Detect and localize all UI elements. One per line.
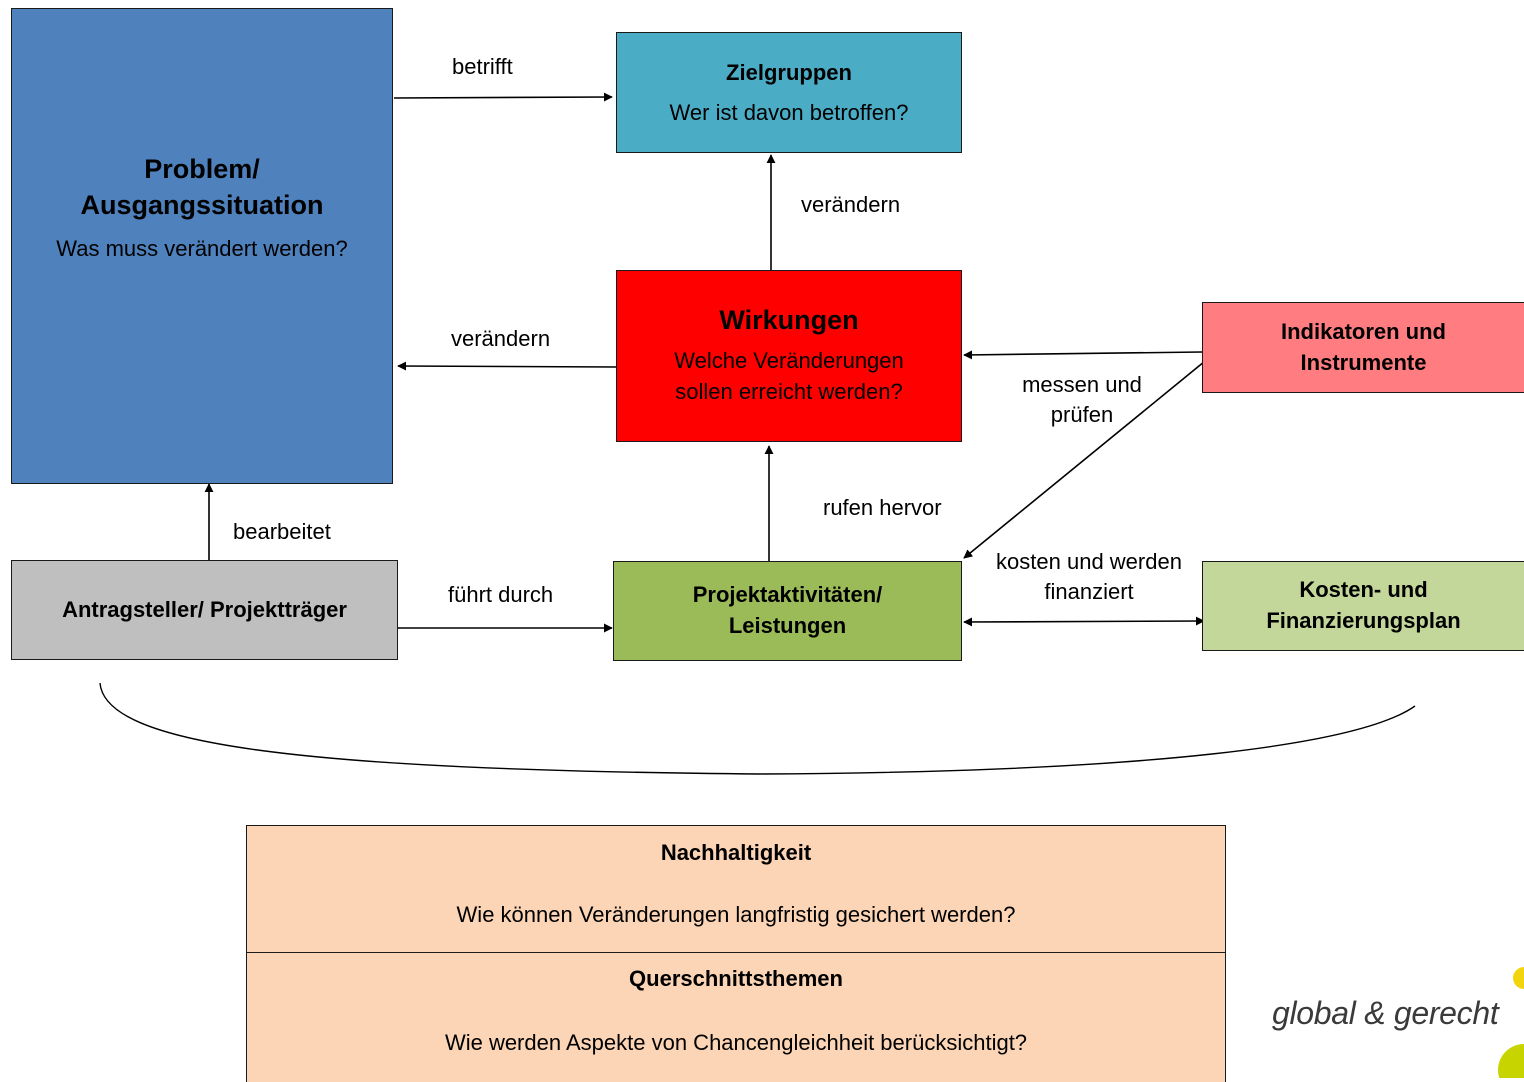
problem-question: Was muss verändert werden? bbox=[56, 235, 348, 261]
nachhaltigkeit-title: Nachhaltigkeit bbox=[660, 840, 812, 865]
label-fuehrt-durch: führt durch bbox=[448, 582, 554, 607]
label-messen-pruefen: messen und prüfen bbox=[1022, 372, 1142, 427]
projekt-title: Projektaktivitäten/ Leistungen bbox=[692, 582, 883, 638]
logo-text: global & gerecht bbox=[1272, 995, 1499, 1031]
problem-title: Problem/ Ausgangssituation bbox=[80, 154, 324, 221]
indikatoren-box: Indikatoren und Instrumente bbox=[1202, 302, 1524, 393]
zielgruppen-box: Zielgruppen Wer ist davon betroffen? bbox=[616, 32, 962, 153]
zielgruppen-title: Zielgruppen bbox=[726, 59, 852, 85]
logo: global & gerecht bbox=[1272, 995, 1499, 1032]
arrow-indikatoren-projekt bbox=[963, 356, 1211, 559]
kosten-box: Kosten- und Finanzierungsplan bbox=[1202, 561, 1524, 651]
kosten-title: Kosten- und Finanzierungsplan bbox=[1266, 577, 1461, 633]
label-veraendern-left: verändern bbox=[451, 326, 551, 351]
label-betrifft: betrifft bbox=[452, 54, 513, 79]
wirkungen-question: Welche Veränderungen sollen erreicht wer… bbox=[674, 347, 904, 404]
wirkungen-box: Wirkungen Welche Veränderungen sollen er… bbox=[616, 270, 962, 442]
label-bearbeitet: bearbeitet bbox=[233, 519, 331, 544]
arrow-indikatoren-wirkungen bbox=[963, 350, 1203, 360]
querschnitt-question: Wie werden Aspekte von Chancengleichheit… bbox=[444, 1030, 1028, 1055]
label-rufen-hervor: rufen hervor bbox=[823, 495, 942, 520]
indikatoren-title: Indikatoren und Instrumente bbox=[1281, 318, 1446, 375]
arrow-veraendern-problem bbox=[397, 361, 617, 371]
problem-box: Problem/ Ausgangssituation Was muss verä… bbox=[11, 8, 393, 484]
querschnitt-title: Querschnittsthemen bbox=[629, 966, 843, 991]
nachhaltigkeit-question: Wie können Veränderungen langfristig ges… bbox=[456, 902, 1016, 927]
label-veraendern-top: verändern bbox=[801, 192, 901, 217]
arrow-kosten bbox=[963, 616, 1205, 627]
antragsteller-box: Antragsteller/ Projektträger bbox=[11, 560, 398, 660]
zielgruppen-question: Wer ist davon betroffen? bbox=[669, 99, 909, 125]
projekt-box: Projektaktivitäten/ Leistungen bbox=[613, 561, 962, 661]
logo-dots bbox=[1498, 967, 1524, 1078]
wirkungen-title: Wirkungen bbox=[719, 304, 859, 335]
label-kosten-finanziert: kosten und werden finanziert bbox=[996, 549, 1182, 604]
bracket-curve bbox=[99, 682, 1416, 775]
antragsteller-title: Antragsteller/ Projektträger bbox=[62, 597, 347, 622]
nachhaltigkeit-row: Nachhaltigkeit Wie können Veränderungen … bbox=[246, 825, 1226, 953]
arrow-betrifft bbox=[393, 92, 613, 102]
querschnitt-row: Querschnittsthemen Wie werden Aspekte vo… bbox=[246, 952, 1226, 1082]
